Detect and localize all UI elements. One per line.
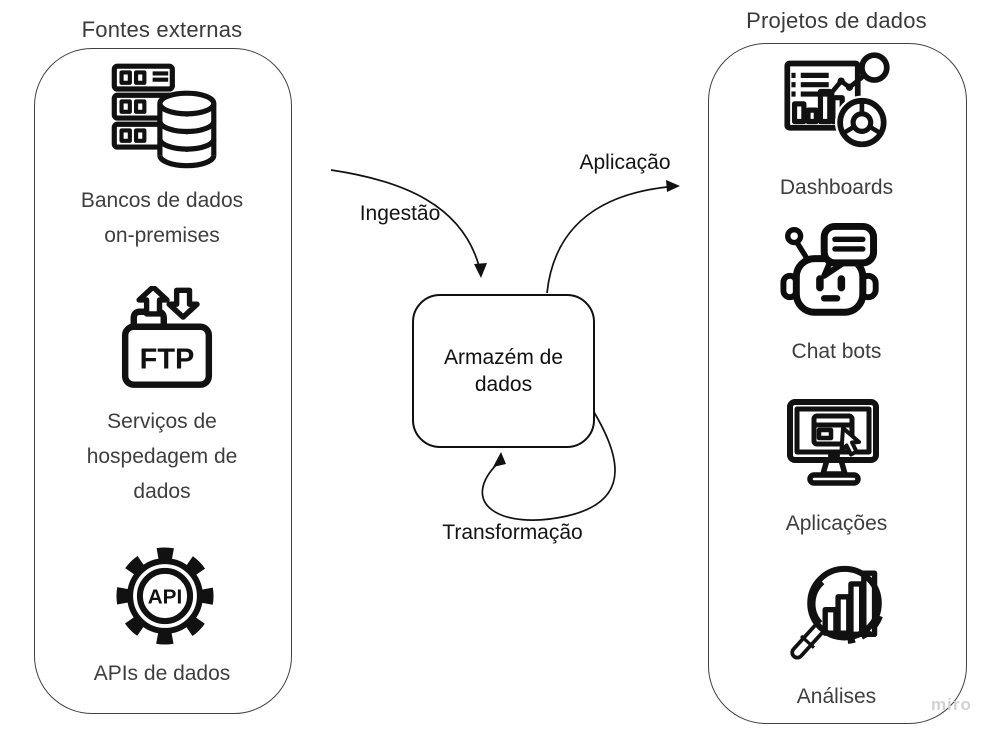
left-item-label-databases[interactable]: Bancos de dados on-premises <box>80 189 244 247</box>
api-gear-icon[interactable]: API <box>105 536 225 656</box>
ftp-hosting-icon[interactable]: FTP <box>108 286 226 404</box>
transformation-arrow-line <box>481 406 616 521</box>
application-arrow[interactable] <box>546 180 680 294</box>
transformation-flow-label[interactable]: Transformação <box>442 521 583 544</box>
application-arrowhead-icon <box>666 180 680 192</box>
right-panel-title[interactable]: Projetos de dados <box>746 8 927 33</box>
ingestion-flow-label[interactable]: Ingestão <box>359 202 441 225</box>
right-item-label-chatbots[interactable]: Chat bots <box>791 340 882 363</box>
miro-watermark: miro <box>931 695 972 714</box>
application-arrow-line <box>546 186 668 294</box>
onprem-database-icon[interactable] <box>106 60 220 174</box>
api-icon-text: API <box>148 586 183 609</box>
left-item-label-apis[interactable]: APIs de dados <box>93 662 231 685</box>
data-warehouse-node[interactable]: Armazém de dados <box>412 294 595 448</box>
ingestion-arrowhead-icon <box>474 263 487 278</box>
ftp-icon-text: FTP <box>140 344 195 376</box>
analysis-magnifier-icon[interactable] <box>778 556 896 674</box>
transformation-loop-arrow[interactable] <box>481 406 616 521</box>
left-item-label-hosting[interactable]: Serviços de hospedagem de dados <box>86 410 238 503</box>
ingestion-arrow[interactable] <box>330 169 487 278</box>
application-monitor-icon[interactable] <box>780 394 890 504</box>
left-panel-title[interactable]: Fontes externas <box>81 17 243 42</box>
application-flow-label[interactable]: Aplicação <box>579 151 671 174</box>
dashboard-icon[interactable] <box>779 50 893 164</box>
transformation-arrowhead-icon <box>493 452 506 467</box>
right-item-label-dashboards[interactable]: Dashboards <box>779 176 894 199</box>
right-item-label-applications[interactable]: Aplicações <box>785 512 888 535</box>
chatbot-icon[interactable] <box>777 220 895 338</box>
right-item-label-analyses[interactable]: Análises <box>796 685 877 708</box>
ingestion-arrow-line <box>330 169 480 267</box>
